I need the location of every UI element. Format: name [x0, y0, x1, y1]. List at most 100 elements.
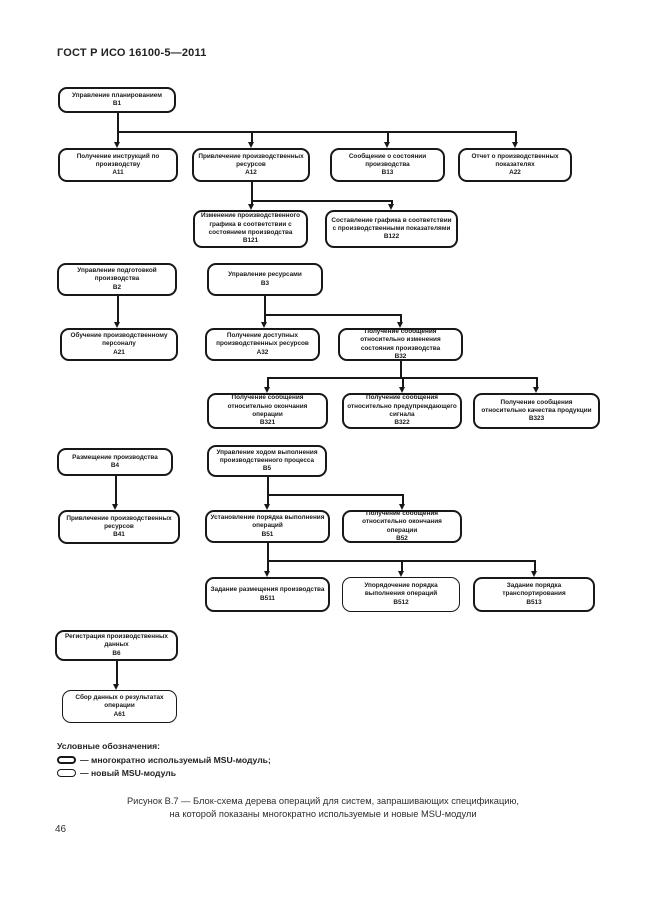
- node-label: Сообщение о состоянии производства: [348, 152, 427, 168]
- node-a11: Получение инструкций по производству А11: [58, 148, 178, 182]
- node-b41: Привлечение производственных ресурсов В4…: [58, 510, 180, 544]
- node-label: Получение инструкций по производству: [76, 152, 160, 168]
- arrowhead-icon: [114, 142, 120, 148]
- node-b4: Размещение производства В4: [57, 448, 173, 476]
- connector: [267, 543, 269, 560]
- node-b321: Получение сообщения относительно окончан…: [207, 393, 328, 429]
- connector: [117, 296, 119, 323]
- connector: [402, 494, 404, 504]
- new-msu-module-icon: [57, 769, 76, 777]
- figure-caption: Рисунок В.7 — Блок-схема дерева операций…: [0, 795, 646, 822]
- connector: [115, 476, 117, 504]
- node-code: А61: [113, 710, 126, 718]
- node-label: Установление порядка выполнения операций: [210, 514, 325, 530]
- figure-caption-line2: на которой показаны многократно использу…: [169, 809, 477, 820]
- node-label: Отчет о производственных показателях: [471, 152, 559, 168]
- arrowhead-icon: [531, 571, 537, 577]
- connector: [251, 200, 392, 202]
- connector: [402, 377, 404, 388]
- legend-item-label: — многократно используемый MSU-модуль;: [80, 755, 271, 765]
- node-b513: Задание порядка транспортирования В513: [473, 577, 595, 612]
- connector: [117, 113, 119, 131]
- arrowhead-icon: [264, 504, 270, 510]
- arrowhead-icon: [512, 142, 518, 148]
- reused-msu-module-icon: [57, 756, 76, 764]
- arrowhead-icon: [397, 322, 403, 328]
- node-label: Управление планированием: [72, 91, 162, 99]
- arrowhead-icon: [533, 387, 539, 393]
- node-code: В512: [393, 598, 409, 606]
- node-label: Изменение производственного графика в со…: [200, 212, 301, 236]
- page-number: 46: [55, 824, 67, 835]
- node-b3: Управление ресурсами В3: [207, 263, 323, 296]
- node-label: Управление ходом выполнения производстве…: [216, 448, 318, 464]
- node-label: Управление ресурсами: [228, 271, 302, 279]
- node-b13: Сообщение о состоянии производства В13: [330, 148, 445, 182]
- node-label: Составление графика в соответствии с про…: [331, 216, 452, 232]
- node-a61: Сбор данных о результатах операции А61: [62, 690, 177, 723]
- connector: [251, 131, 253, 142]
- node-code: В323: [528, 415, 545, 423]
- node-code: В121: [242, 237, 259, 245]
- node-label: Получение сообщения относительно качеств…: [481, 398, 592, 414]
- node-label: Получение доступных производственных рес…: [216, 332, 309, 348]
- connector: [251, 200, 253, 205]
- node-code: В122: [383, 233, 400, 241]
- connector: [251, 182, 253, 200]
- connector: [515, 131, 517, 142]
- node-label: Привлечение производственных ресурсов: [198, 152, 304, 168]
- connector: [536, 377, 538, 388]
- legend-item-label: — новый MSU-модуль: [80, 768, 177, 778]
- node-a12: Привлечение производственных ресурсов А1…: [192, 148, 310, 182]
- node-b5: Управление ходом выполнения производстве…: [207, 445, 327, 477]
- node-b122: Составление графика в соответствии с про…: [325, 210, 458, 248]
- node-code: В322: [394, 419, 410, 427]
- arrowhead-icon: [248, 204, 254, 210]
- node-code: В3: [260, 279, 270, 287]
- arrowhead-icon: [399, 387, 405, 393]
- node-b1: Управление планированием В1: [58, 87, 176, 113]
- arrowhead-icon: [112, 504, 118, 510]
- node-code: В6: [112, 649, 121, 657]
- connector: [117, 131, 119, 142]
- node-code: А12: [245, 169, 257, 177]
- node-b6: Регистрация производственных данных В6: [55, 630, 178, 661]
- node-label: Сбор данных о результатах операции: [75, 694, 164, 710]
- legend: Условные обозначения: — многократно испо…: [57, 741, 271, 781]
- node-label: Задание размещения производства: [210, 586, 325, 594]
- connector: [264, 314, 266, 323]
- connector: [400, 314, 402, 323]
- node-label: Привлечение производственных ресурсов: [66, 514, 172, 530]
- node-b322: Получение сообщения относительно предупр…: [342, 393, 462, 429]
- node-code: В51: [261, 530, 274, 538]
- node-code: В321: [259, 419, 276, 427]
- node-label: Упорядочение порядка выполнения операций: [364, 582, 438, 598]
- node-label: Получение сообщения относительно окончан…: [362, 509, 442, 534]
- node-code: В513: [526, 598, 542, 606]
- node-label: Получение сообщения относительно предупр…: [347, 394, 457, 418]
- node-b51: Установление порядка выполнения операций…: [205, 510, 330, 543]
- arrowhead-icon: [113, 684, 119, 690]
- arrowhead-icon: [114, 322, 120, 328]
- node-code: В52: [396, 534, 408, 542]
- node-code: В4: [110, 462, 120, 469]
- arrowhead-icon: [388, 204, 394, 210]
- node-code: В41: [113, 531, 125, 539]
- arrowhead-icon: [261, 322, 267, 328]
- node-code: В2: [112, 283, 122, 291]
- connector: [391, 200, 393, 205]
- node-label: Задание порядка транспортирования: [502, 582, 566, 598]
- connector: [401, 560, 403, 571]
- node-a22: Отчет о производственных показателях А22: [458, 148, 572, 182]
- node-code: В13: [381, 169, 394, 177]
- node-code: В511: [260, 594, 275, 602]
- connector: [400, 361, 402, 377]
- node-label: Получение сообщения относительно изменен…: [360, 327, 441, 352]
- connector: [117, 131, 516, 133]
- node-b32: Получение сообщения относительно изменен…: [338, 328, 463, 361]
- node-b121: Изменение производственного графика в со…: [193, 210, 308, 248]
- node-b512: Упорядочение порядка выполнения операций…: [342, 577, 460, 612]
- node-label: Получение сообщения относительно окончан…: [227, 394, 308, 418]
- node-code: А11: [112, 169, 124, 177]
